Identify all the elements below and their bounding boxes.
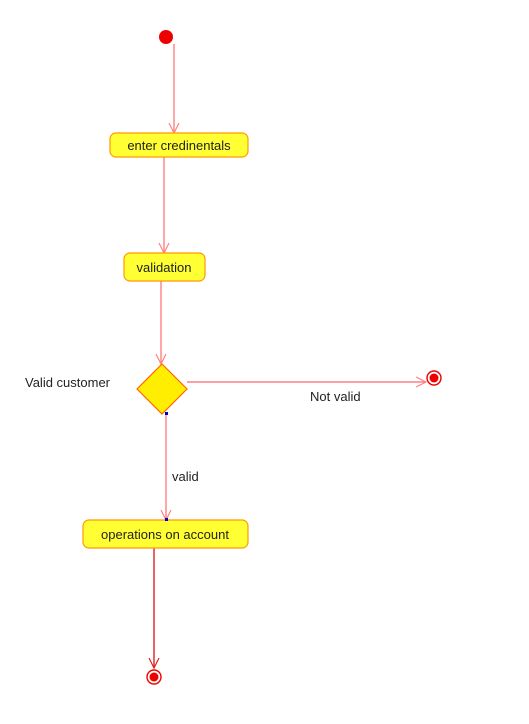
- activity-validation: [123, 252, 206, 282]
- decision-port-dot: [165, 412, 168, 415]
- branch-label-not-valid: Not valid: [310, 389, 361, 404]
- activity-enter-credentials-label: enter credinentals: [127, 138, 231, 153]
- end-node-not-valid-core: [429, 373, 439, 383]
- activity-enter-credentials: [109, 132, 249, 158]
- decision-valid-customer: [136, 363, 188, 415]
- branch-label-valid: valid: [172, 469, 199, 484]
- end-node-final-core: [149, 672, 159, 682]
- activity-validation-label: validation: [137, 260, 192, 275]
- start-node: [159, 30, 173, 44]
- activity-operations-port-dot: [165, 518, 168, 521]
- decision-label: Valid customer: [25, 375, 111, 390]
- activity-operations-label: operations on account: [101, 527, 229, 542]
